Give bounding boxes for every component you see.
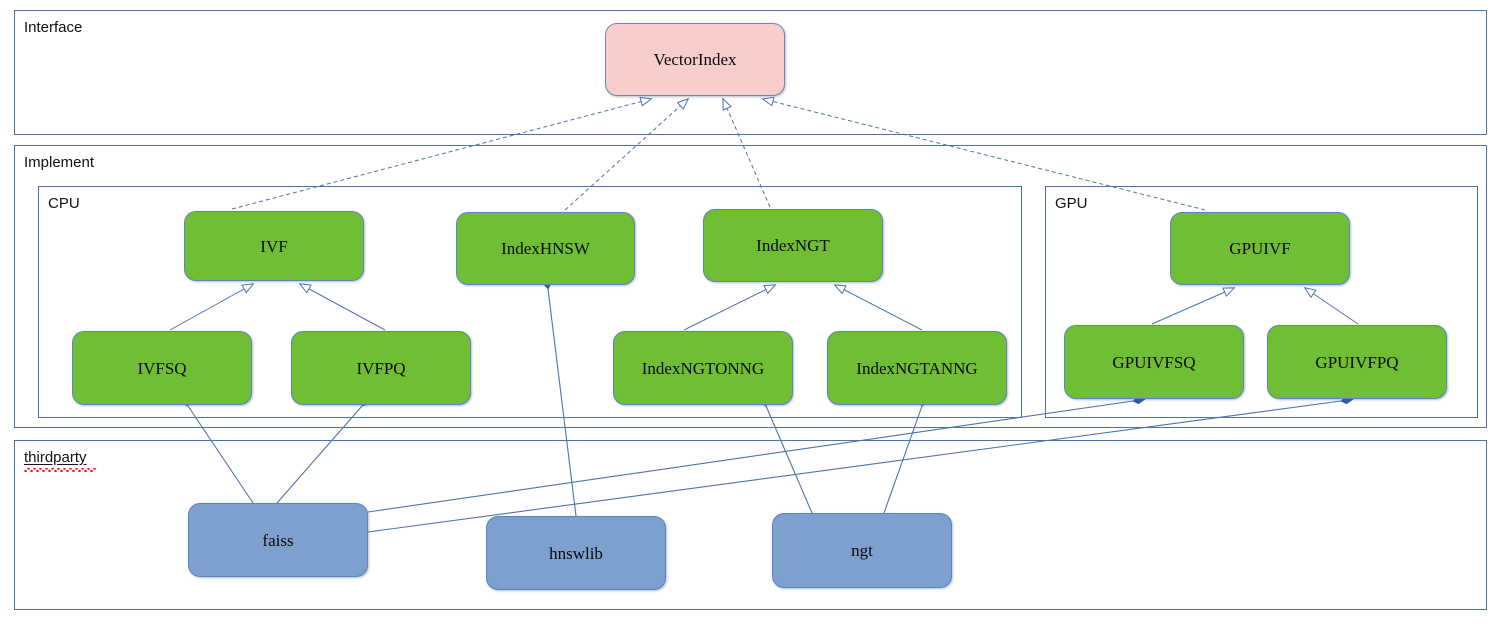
node-indexhnsw[interactable]: IndexHNSW: [456, 212, 635, 285]
node-label: GPUIVFSQ: [1112, 352, 1196, 372]
spellcheck-underline-icon: [24, 468, 96, 472]
node-label: IndexNGTONNG: [641, 358, 765, 378]
node-indexngt[interactable]: IndexNGT: [703, 209, 883, 282]
node-gpuivf[interactable]: GPUIVF: [1170, 212, 1350, 285]
node-label: VectorIndex: [653, 50, 737, 69]
node-label: IVF: [260, 236, 288, 256]
node-ivfpq[interactable]: IVFPQ: [291, 331, 471, 405]
node-label: IndexNGTANNG: [856, 358, 978, 378]
node-ivf[interactable]: IVF: [184, 211, 364, 281]
node-label: IVFSQ: [137, 358, 187, 378]
node-indexngtonng[interactable]: IndexNGTONNG: [613, 331, 793, 405]
node-label: hnswlib: [549, 543, 603, 563]
group-label-cpu: CPU: [48, 195, 80, 212]
node-gpuivfsq[interactable]: GPUIVFSQ: [1064, 325, 1244, 399]
node-label: faiss: [262, 530, 294, 550]
node-ivfsq[interactable]: IVFSQ: [72, 331, 252, 405]
node-indexngtanng[interactable]: IndexNGTANNG: [827, 331, 1007, 405]
group-label-implement: Implement: [24, 154, 95, 171]
node-label: IndexHNSW: [501, 239, 590, 258]
node-label: GPUIVFPQ: [1315, 352, 1399, 372]
group-label-interface: Interface: [24, 19, 83, 36]
group-label-gpu: GPU: [1055, 195, 1088, 212]
node-ngt[interactable]: ngt: [772, 513, 952, 588]
node-label: GPUIVF: [1229, 239, 1291, 258]
node-gpuivfpq[interactable]: GPUIVFPQ: [1267, 325, 1447, 399]
node-faiss[interactable]: faiss: [188, 503, 368, 577]
node-vectorindex[interactable]: VectorIndex: [605, 23, 785, 96]
node-label: ngt: [851, 541, 873, 560]
node-label: IVFPQ: [356, 358, 406, 378]
group-label-thirdparty: thirdparty: [24, 449, 87, 466]
node-label: IndexNGT: [756, 236, 830, 255]
node-hnswlib[interactable]: hnswlib: [486, 516, 666, 590]
